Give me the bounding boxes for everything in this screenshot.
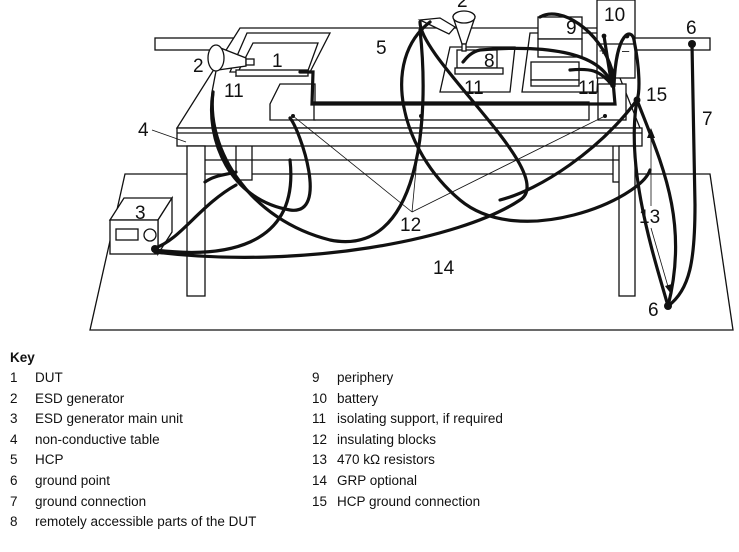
key-item-text: ground connection [35,493,147,509]
label-support-left: 11 [224,81,244,102]
label-esd-generator-top: 2 [457,0,468,12]
esd-test-setup-diagram: + – [89,0,734,331]
table-leg-back-left [235,141,253,181]
key-item-number: 6 [10,472,18,488]
label-ground-point-top: 6 [686,18,697,39]
label-dut: 1 [272,51,283,72]
key-item: 1 DUT [10,370,256,391]
key-item: 6 ground point [10,473,256,494]
ground-point-bottom [664,302,672,310]
key-item-text: battery [337,390,379,406]
key-item-number: 14 [312,472,328,488]
insulating-block-right [597,83,627,121]
key-item-text: HCP ground connection [337,493,481,509]
key-item-number: 4 [10,431,18,447]
key-item-number: 7 [10,493,18,509]
label-hcp: 5 [376,38,387,59]
key-item-number: 13 [312,452,328,468]
label-main-unit: 3 [135,203,146,224]
key-item: 5 HCP [10,452,256,473]
label-esd-generator-left: 2 [193,56,204,77]
key-item: 13 470 kΩ resistors [312,452,503,473]
key-item-number: 10 [312,390,328,406]
key-item-text: remotely accessible parts of the DUT [35,514,257,530]
key-item: 4 non-conductive table [10,432,256,453]
label-insulating-blocks: 12 [400,215,421,236]
label-ground-point-bottom: 6 [648,300,659,321]
key-item: 14 GRP optional [312,473,503,494]
key-column-right: 9 periphery 10 battery 11 isolating support… [312,370,503,514]
key-item: 10 battery [312,391,503,412]
table-leg-front-left [186,145,206,297]
key-legend: Key 1 DUT 2 ESD generator 3 ESD generator m… [10,350,730,529]
label-ground-connection: 7 [702,109,713,130]
key-item-number: 9 [312,370,320,385]
label-periphery-top: 9 [566,18,577,39]
key-column-left: 1 DUT 2 ESD generator 3 ESD generator main … [10,370,256,535]
key-item-number: 15 [312,493,328,509]
key-item-text: GRP optional [337,472,418,488]
table-leg-front-right [618,145,636,297]
esd-generator-top [417,10,476,52]
key-item-number: 5 [10,452,18,468]
key-item-number: 12 [312,431,328,447]
leader-lines [151,115,672,294]
key-item-text: isolating support, if required [337,411,503,427]
cables [153,12,697,308]
label-battery: 10 [604,5,625,26]
key-item-text: periphery [337,370,394,385]
esd-main-unit [108,195,174,257]
key-item-number: 1 [10,370,18,385]
key-item-text: 470 kΩ resistors [337,452,435,468]
label-resistors: 13 [639,207,660,228]
label-hcp-ground: 15 [646,85,667,106]
key-item: 15 HCP ground connection [312,494,503,515]
label-grp: 14 [433,258,455,279]
key-item: 9 periphery [312,370,503,391]
insulating-block-center [313,101,590,121]
ground-reference-plane [89,173,734,331]
key-item: 11 isolating support, if required [312,411,503,432]
key-item: 3 ESD generator main unit [10,411,256,432]
key-title: Key [10,350,35,365]
key-item-number: 2 [10,390,18,406]
ground-point-top [688,40,696,48]
key-item-number: 3 [10,411,18,427]
key-item-text: non-conductive table [35,431,160,447]
battery-minus-label: – [622,43,630,58]
label-support-right: 11 [578,78,598,99]
label-table: 4 [138,120,149,141]
key-item: 8 remotely accessible parts of the DUT [10,514,256,535]
key-item-text: HCP [35,452,64,468]
key-item-text: insulating blocks [337,431,437,447]
key-item-number: 11 [312,411,327,427]
key-item: 2 ESD generator [10,391,256,412]
key-item-number: 8 [10,514,18,530]
key-item: 12 insulating blocks [312,432,503,453]
label-support-center: 11 [464,78,484,99]
esd-generator-left [207,44,255,93]
label-remote-parts: 8 [484,51,495,72]
key-item-text: ESD generator [35,390,125,406]
key-item-text: DUT [35,370,63,385]
key-item-text: ESD generator main unit [35,411,183,427]
key-item: 7 ground connection [10,494,256,515]
key-item-text: ground point [35,472,111,488]
